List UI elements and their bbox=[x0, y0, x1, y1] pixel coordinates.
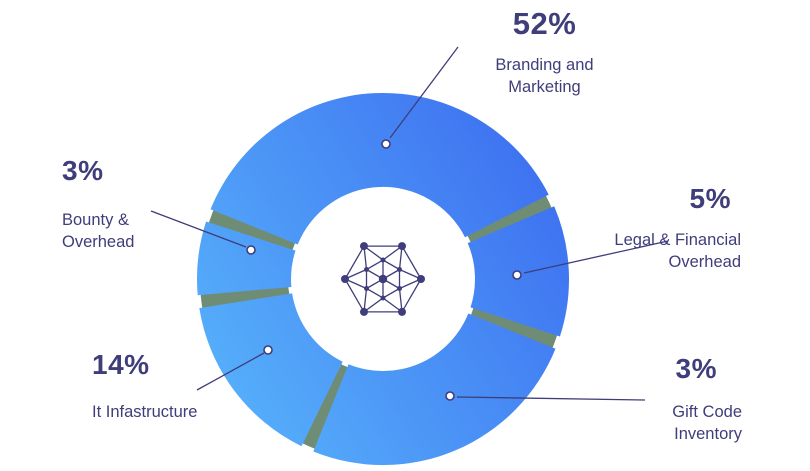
callout-it-infastructure: 14% It Infastructure bbox=[92, 349, 312, 423]
it-label: It Infastructure bbox=[92, 403, 198, 421]
branding-percent: 52% bbox=[512, 6, 577, 41]
bounty-percent: 3% bbox=[62, 155, 104, 186]
donut-slice-it-infastructure bbox=[199, 293, 343, 447]
donut-slice-branding-and-marketing bbox=[210, 92, 549, 245]
donut-slice-bounty-overhead bbox=[196, 221, 296, 296]
leader-line-gift bbox=[456, 396, 646, 401]
leader-line-bounty bbox=[150, 210, 247, 248]
leader-line-legal bbox=[523, 240, 669, 274]
branding-label: Branding and Marketing bbox=[495, 56, 594, 97]
leader-lines bbox=[150, 46, 669, 401]
marker-branding bbox=[381, 139, 391, 149]
it-percent: 14% bbox=[92, 349, 150, 380]
bounty-label: Bounty & Overhead bbox=[62, 211, 135, 252]
marker-gift bbox=[445, 391, 455, 401]
marker-it bbox=[263, 345, 273, 355]
gift-label: Gift Code Inventory bbox=[672, 403, 742, 444]
callout-legal-financial-overhead: 5% Legal & Financial Overhead bbox=[545, 183, 741, 274]
callout-gift-code-inventory: 3% Gift Code Inventory bbox=[546, 353, 742, 446]
callout-bounty-overhead: 3% Bounty & Overhead bbox=[62, 155, 232, 254]
leader-line-it bbox=[196, 352, 265, 391]
callout-branding-and-marketing: 52% Branding and Marketing bbox=[452, 6, 637, 99]
marker-legal bbox=[512, 270, 522, 280]
donut-slice-gift-code-inventory bbox=[313, 313, 556, 466]
legal-percent: 5% bbox=[689, 183, 731, 214]
gift-percent: 3% bbox=[675, 353, 717, 384]
legal-label: Legal & Financial Overhead bbox=[614, 231, 741, 272]
marker-bounty bbox=[246, 245, 256, 255]
donut-slices bbox=[196, 92, 570, 466]
leader-line-branding bbox=[389, 46, 459, 139]
network-hexagon-icon bbox=[341, 242, 425, 316]
